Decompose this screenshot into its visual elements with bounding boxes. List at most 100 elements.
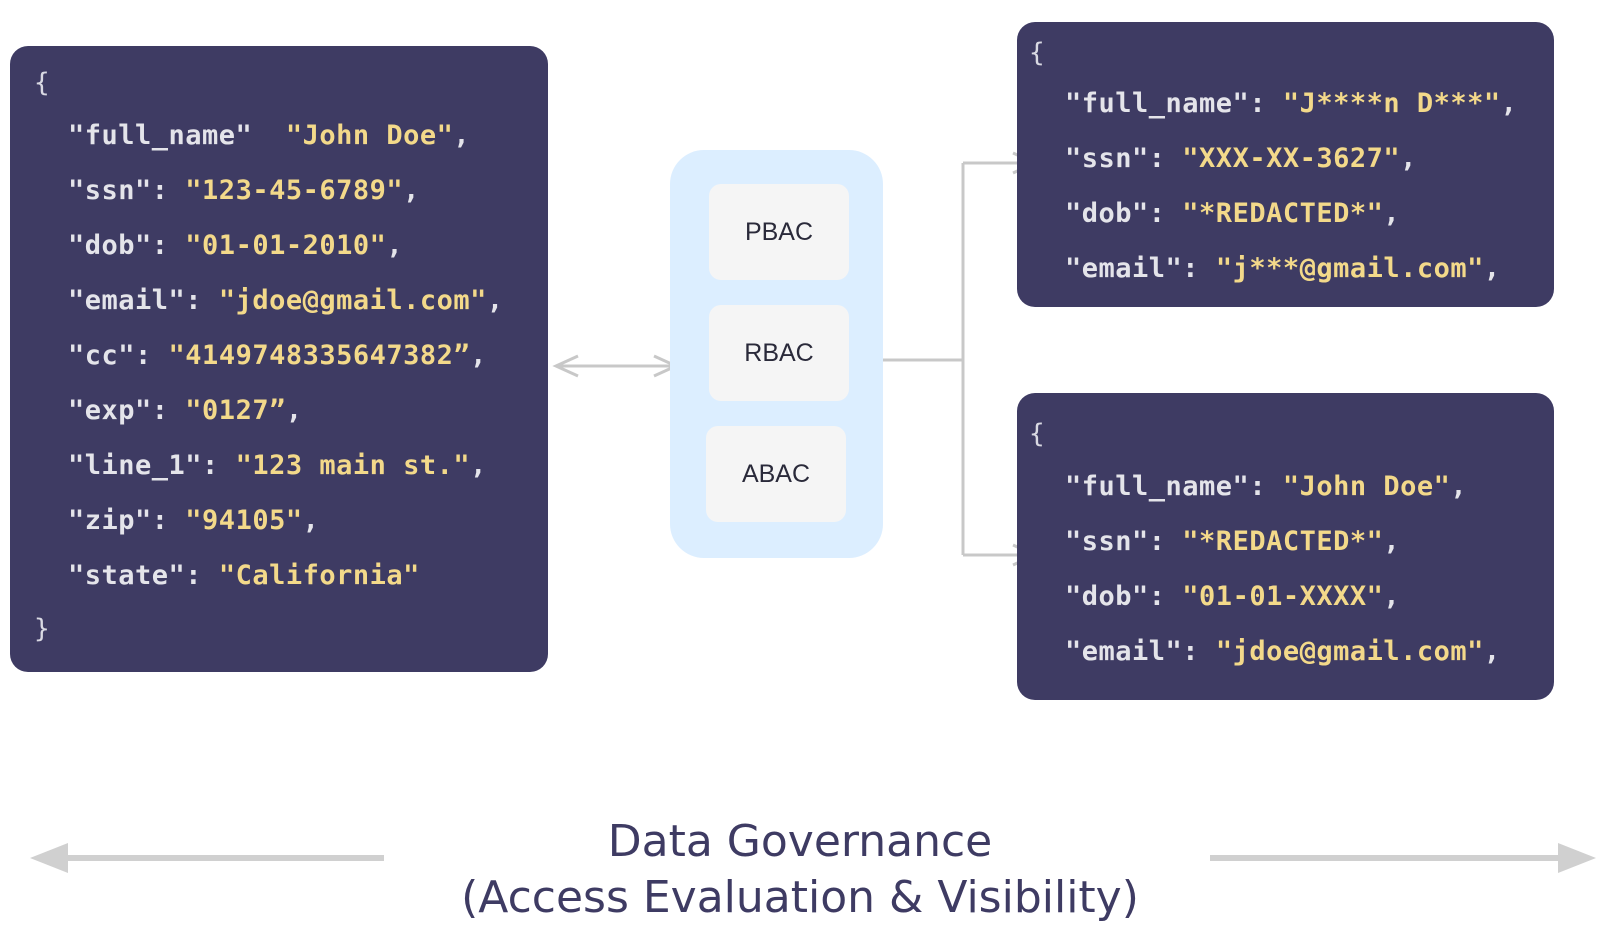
json-separator: : (1148, 526, 1183, 557)
json-key: "exp" (68, 395, 152, 426)
json-value: "California" (218, 560, 420, 591)
open-brace: { (34, 68, 50, 98)
open-brace: { (1029, 419, 1045, 449)
json-value: "123 main st." (235, 450, 471, 481)
json-separator: : (1148, 143, 1183, 174)
json-value: "jdoe@gmail.com" (218, 285, 487, 316)
json-value: "4149748335647382” (168, 340, 471, 371)
json-trailing-comma: , (453, 120, 471, 151)
json-trailing-comma: , (1400, 143, 1417, 174)
json-field-line: "line_1": "123 main st.", (68, 450, 487, 481)
json-value: "0127” (185, 395, 286, 426)
json-trailing-comma: , (386, 230, 404, 261)
json-value: "XXX-XX-3627" (1182, 143, 1401, 174)
json-trailing-comma: , (1383, 581, 1401, 612)
json-field-line: "full_name" "John Doe", (68, 120, 470, 151)
json-key: "zip" (68, 505, 152, 536)
json-separator: : (1249, 88, 1283, 119)
close-brace: } (34, 614, 50, 644)
json-separator: : (151, 505, 186, 536)
json-field-line: "ssn": "XXX-XX-3627", (1065, 143, 1417, 174)
json-value: "J****n D***" (1282, 88, 1501, 119)
json-field-line: "dob": "01-01-2010", (68, 230, 403, 261)
json-separator: : (151, 395, 186, 426)
json-key: "ssn" (1065, 143, 1149, 174)
json-field-line: "zip": "94105", (68, 505, 319, 536)
json-trailing-comma: , (403, 175, 420, 206)
json-field-line: "ssn": "123-45-6789", (68, 175, 420, 206)
masked-output-card-bottom: { "full_name": "John Doe","ssn": "*REDAC… (1017, 393, 1554, 700)
json-value: "94105" (185, 505, 303, 536)
footer-subtitle: (Access Evaluation & Visibility) (461, 872, 1139, 923)
json-key: "full_name" (1065, 88, 1250, 119)
json-key: "ssn" (1065, 526, 1149, 557)
json-key: "ssn" (68, 175, 152, 206)
json-key: "state" (68, 560, 186, 591)
json-separator: : (202, 450, 236, 481)
json-key: "dob" (1065, 198, 1149, 229)
json-trailing-comma: , (1450, 471, 1468, 502)
json-field-line: "full_name": "John Doe", (1065, 471, 1467, 502)
json-key: "full_name" (68, 120, 253, 151)
json-key: "line_1" (68, 450, 203, 481)
json-key: "email" (1065, 253, 1183, 284)
json-value: "j***@gmail.com" (1215, 253, 1484, 284)
json-key: "dob" (68, 230, 152, 261)
json-field-line: "cc": "4149748335647382”, (68, 340, 487, 371)
json-value: "John Doe" (285, 120, 454, 151)
json-key: "full_name" (1065, 471, 1250, 502)
branch-connector (883, 151, 1039, 567)
json-trailing-comma: , (1483, 636, 1501, 667)
policy-rbac: RBAC (709, 305, 849, 401)
json-separator: : (185, 285, 219, 316)
policy-engine-panel: PBAC RBAC ABAC (670, 150, 883, 558)
json-trailing-comma: , (470, 340, 487, 371)
json-trailing-comma: , (1500, 88, 1518, 119)
json-separator (252, 120, 286, 151)
json-trailing-comma: , (1483, 253, 1501, 284)
source-record-card: { "full_name" "John Doe","ssn": "123-45-… (10, 46, 548, 672)
json-key: "email" (68, 285, 186, 316)
json-trailing-comma: , (486, 285, 504, 316)
open-brace: { (1029, 38, 1045, 68)
json-separator: : (1148, 198, 1183, 229)
json-value: "*REDACTED*" (1182, 198, 1384, 229)
json-value: "123-45-6789" (185, 175, 404, 206)
masked-output-card-top: { "full_name": "J****n D***","ssn": "XXX… (1017, 22, 1554, 307)
json-key: "cc" (68, 340, 136, 371)
json-value: "*REDACTED*" (1182, 526, 1384, 557)
json-value: "01-01-2010" (185, 230, 387, 261)
bidirectional-arrow (552, 354, 680, 378)
json-field-line: "email": "j***@gmail.com", (1065, 253, 1501, 284)
json-value: "John Doe" (1282, 471, 1451, 502)
json-separator: : (135, 340, 169, 371)
json-trailing-comma: , (1383, 526, 1401, 557)
json-trailing-comma: , (1383, 198, 1401, 229)
json-separator: : (185, 560, 219, 591)
json-field-line: "full_name": "J****n D***", (1065, 88, 1517, 119)
json-separator: : (1249, 471, 1283, 502)
json-field-line: "ssn": "*REDACTED*", (1065, 526, 1400, 557)
json-field-line: "exp": "0127”, (68, 395, 303, 426)
json-key: "dob" (1065, 581, 1149, 612)
json-separator: : (151, 175, 186, 206)
json-field-line: "state": "California" (68, 560, 420, 591)
policy-pbac: PBAC (709, 184, 849, 280)
json-field-line: "dob": "*REDACTED*", (1065, 198, 1400, 229)
json-trailing-comma: , (285, 395, 303, 426)
json-field-line: "email": "jdoe@gmail.com", (1065, 636, 1501, 667)
json-trailing-comma: , (302, 505, 320, 536)
json-value: "01-01-XXXX" (1182, 581, 1384, 612)
policy-abac: ABAC (706, 426, 846, 522)
json-separator: : (1182, 636, 1216, 667)
json-separator: : (1182, 253, 1216, 284)
json-field-line: "dob": "01-01-XXXX", (1065, 581, 1400, 612)
json-separator: : (151, 230, 186, 261)
json-trailing-comma: , (470, 450, 487, 481)
json-value: "jdoe@gmail.com" (1215, 636, 1484, 667)
footer-title: Data Governance (607, 816, 993, 867)
json-separator: : (1148, 581, 1183, 612)
json-field-line: "email": "jdoe@gmail.com", (68, 285, 504, 316)
json-key: "email" (1065, 636, 1183, 667)
